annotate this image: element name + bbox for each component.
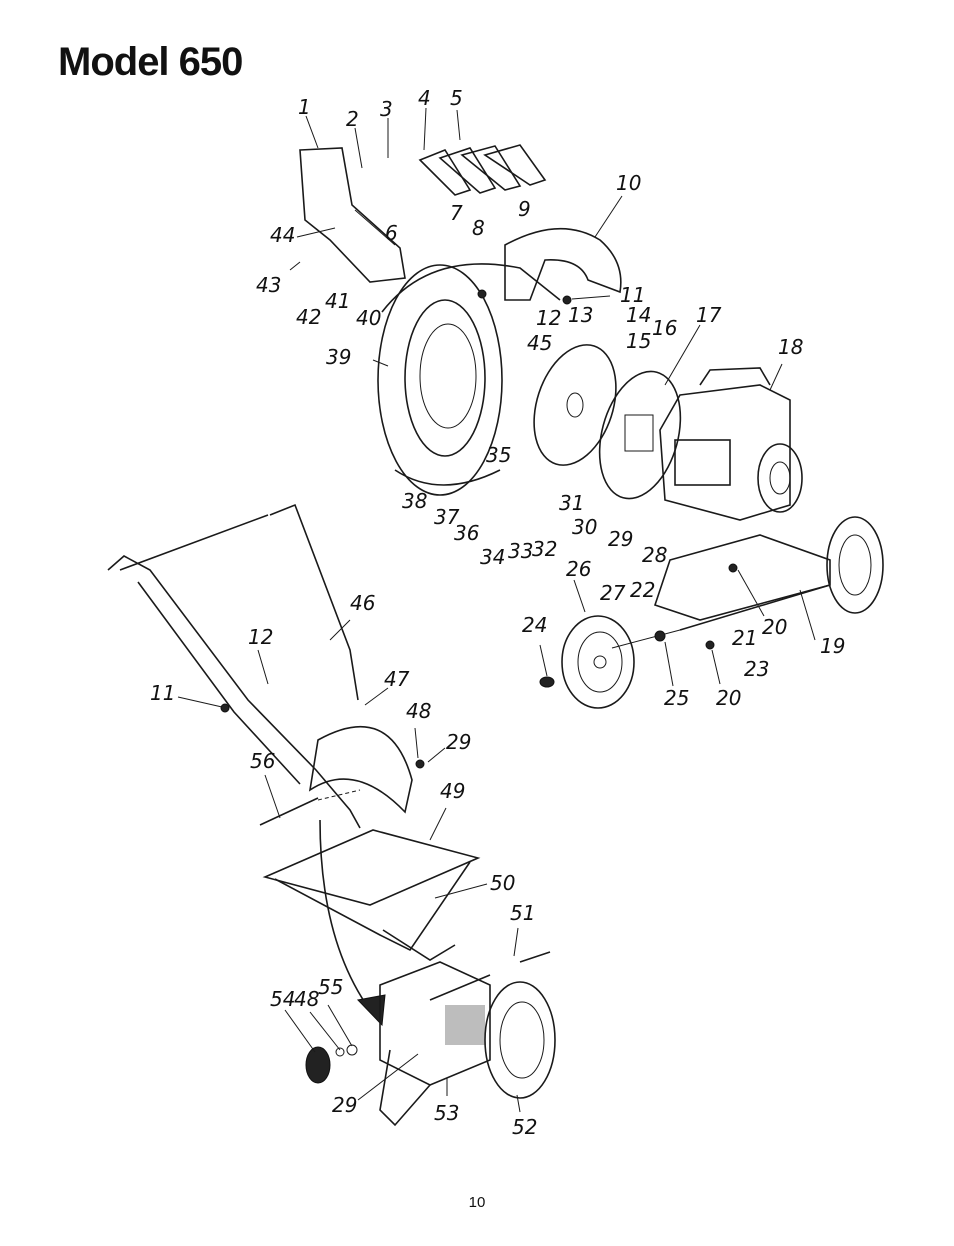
- callout-11: 11: [620, 283, 645, 307]
- callout-29-mid: 29: [446, 730, 471, 754]
- callout-18: 18: [778, 335, 803, 359]
- callout-39: 39: [326, 345, 351, 369]
- callout-35: 35: [486, 443, 511, 467]
- chipper-housing: [377, 263, 561, 496]
- callout-24: 24: [522, 613, 547, 637]
- callout-4: 4: [418, 86, 431, 110]
- callout-12-lower: 12: [248, 625, 273, 649]
- right-wheel: [826, 516, 884, 614]
- page-title: Model 650: [58, 40, 243, 84]
- callout-44: 44: [270, 223, 295, 247]
- callout-6: 6: [385, 221, 398, 245]
- assembly-arrow: [319, 819, 386, 1027]
- callout-19: 19: [820, 634, 845, 658]
- callout-31: 31: [559, 491, 584, 515]
- page-number: 10: [468, 1194, 486, 1211]
- callout-11-lower: 11: [150, 681, 175, 705]
- callout-15: 15: [626, 329, 651, 353]
- callout-numbers: 1 2 3 4 5 6 7 8 9 10 11 12 13 14 15 16 1…: [150, 86, 845, 1139]
- callout-20-right: 20: [762, 615, 787, 639]
- callout-25: 25: [664, 686, 689, 710]
- callout-48-lower: 48: [294, 987, 319, 1011]
- hardware-small-parts: [220, 289, 738, 963]
- callout-9: 9: [518, 197, 531, 221]
- callout-28: 28: [642, 543, 667, 567]
- wheel-base-frame: [653, 534, 831, 631]
- callout-20-lower: 20: [716, 686, 741, 710]
- callout-leader-lines: [177, 107, 816, 1113]
- callout-53: 53: [434, 1101, 459, 1125]
- knob: [305, 1044, 358, 1084]
- callout-14: 14: [626, 303, 651, 327]
- engine: [659, 367, 803, 521]
- housing-cover-plate: [299, 147, 406, 283]
- callout-47: 47: [384, 667, 410, 691]
- callout-27: 27: [600, 581, 626, 605]
- funnel-ring: [484, 981, 556, 1099]
- impeller-blades: [418, 144, 547, 196]
- feed-housing: [379, 961, 491, 1127]
- callout-36: 36: [454, 521, 479, 545]
- callout-32: 32: [532, 537, 557, 561]
- callout-8: 8: [472, 216, 485, 240]
- callout-30: 30: [572, 515, 597, 539]
- callout-37: 37: [434, 505, 460, 529]
- callout-22: 22: [630, 578, 655, 602]
- callout-13: 13: [568, 303, 593, 327]
- callout-23: 23: [744, 657, 769, 681]
- callout-5: 5: [450, 86, 463, 110]
- callout-54: 54: [270, 987, 295, 1011]
- callout-2: 2: [346, 107, 359, 131]
- callout-1: 1: [298, 95, 311, 119]
- callout-12: 12: [536, 306, 561, 330]
- callout-45: 45: [527, 331, 552, 355]
- callout-16: 16: [652, 316, 677, 340]
- callout-41: 41: [325, 289, 350, 313]
- callout-46: 46: [350, 591, 375, 615]
- callout-56: 56: [250, 749, 275, 773]
- engine-mount-plate: [598, 370, 682, 500]
- callout-40: 40: [356, 306, 381, 330]
- impeller-disc: [533, 344, 617, 466]
- callout-29-lower: 29: [332, 1093, 357, 1117]
- callout-55: 55: [318, 975, 343, 999]
- callout-17: 17: [696, 303, 722, 327]
- callout-29-upper: 29: [608, 527, 633, 551]
- callout-3: 3: [380, 97, 393, 121]
- callout-50: 50: [490, 871, 515, 895]
- callout-49: 49: [440, 779, 465, 803]
- callout-43: 43: [256, 273, 281, 297]
- handle: [107, 503, 361, 829]
- callout-7: 7: [450, 201, 463, 225]
- callout-51: 51: [510, 901, 535, 925]
- callout-34: 34: [480, 545, 505, 569]
- callout-10: 10: [616, 171, 641, 195]
- callout-52: 52: [512, 1115, 537, 1139]
- discharge-chute: [504, 227, 622, 301]
- callout-38: 38: [402, 489, 427, 513]
- chute-deflector: [308, 725, 413, 814]
- callout-48-upper: 48: [406, 699, 431, 723]
- callout-33: 33: [508, 539, 533, 563]
- callout-26: 26: [566, 557, 591, 581]
- callout-42: 42: [296, 305, 321, 329]
- left-wheel: [561, 615, 681, 709]
- callout-21: 21: [732, 626, 757, 650]
